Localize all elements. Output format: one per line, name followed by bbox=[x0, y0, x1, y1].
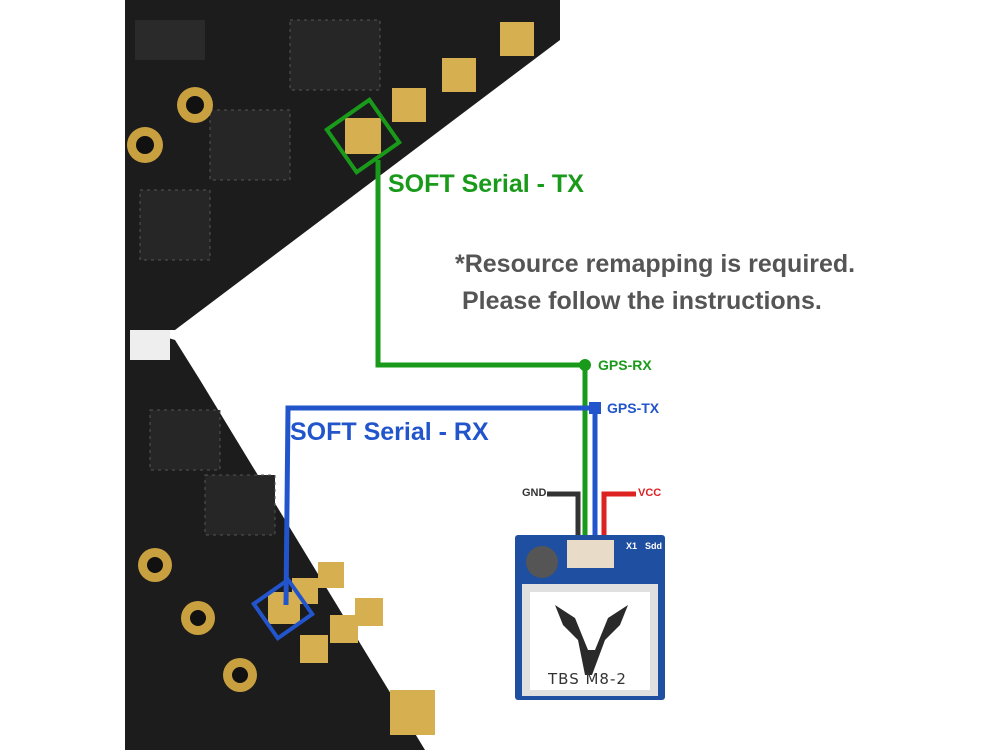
rx-pad-highlight bbox=[250, 576, 316, 642]
vcc-label: VCC bbox=[638, 487, 662, 499]
gps-tx-label: GPS-TX bbox=[607, 400, 660, 416]
gnd-wire bbox=[547, 491, 581, 545]
soft-serial-rx-label: SOFT Serial - RX bbox=[290, 418, 489, 446]
tx-pad-highlight bbox=[324, 97, 402, 175]
module-pps-label: Sdd bbox=[645, 541, 662, 551]
tbs-logo-icon bbox=[555, 605, 628, 675]
note-line-1: *Resource remapping is required. bbox=[455, 250, 856, 278]
vcc-wire bbox=[601, 491, 636, 545]
tx-wire bbox=[375, 160, 588, 545]
soft-serial-tx-label: SOFT Serial - TX bbox=[388, 170, 584, 198]
gps-rx-label: GPS-RX bbox=[598, 357, 652, 373]
gnd-label: GND bbox=[522, 487, 547, 499]
note-line-2: Please follow the instructions. bbox=[462, 287, 822, 315]
top-pcb-board bbox=[125, 0, 560, 330]
rx-wire bbox=[283, 405, 598, 606]
gps-module bbox=[515, 535, 665, 700]
module-x1-label: X1 bbox=[626, 541, 638, 551]
bottom-pcb-board bbox=[125, 325, 435, 750]
module-name-label: TBS M8-2 bbox=[548, 670, 627, 688]
tx-pad bbox=[345, 118, 381, 154]
